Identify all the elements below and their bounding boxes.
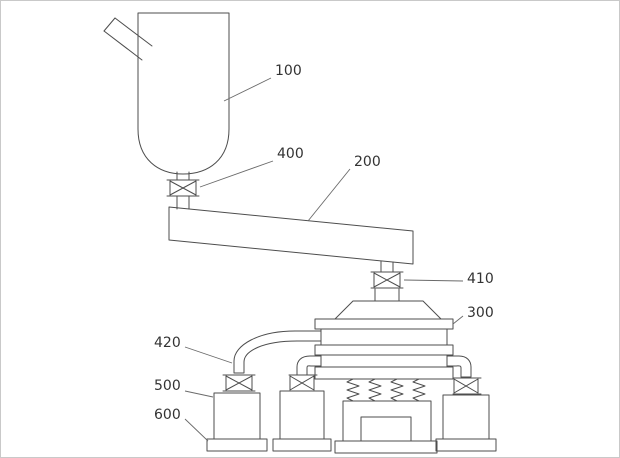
leader-400: [199, 160, 274, 188]
pipe-right: [446, 355, 472, 378]
label-discharge-pipe: 420: [154, 335, 181, 351]
label-container-base: 600: [154, 407, 181, 423]
hopper-valve: [166, 171, 200, 210]
pipe-left-outer: [233, 330, 322, 374]
hopper-body: [137, 12, 230, 175]
container-right: [442, 394, 490, 440]
leader-200: [307, 168, 351, 222]
leader-410: [403, 279, 464, 282]
label-conveyor: 200: [354, 154, 381, 170]
sifter-base-plate: [334, 440, 438, 454]
containers: [213, 390, 490, 440]
discharge-pipes: [233, 330, 472, 378]
leader-500: [184, 390, 214, 398]
sifter-base-frame: [342, 400, 432, 442]
valve-bowtie: [373, 272, 401, 288]
label-hopper-valve: 400: [277, 146, 304, 162]
sifter-motor: [360, 416, 412, 442]
container-left: [213, 392, 261, 440]
leader-420: [184, 346, 233, 364]
leader-lines: [184, 77, 464, 442]
leader-100: [223, 77, 272, 102]
conveyor-body: [168, 206, 414, 265]
container-bases: [206, 438, 497, 452]
sifter: [314, 300, 454, 454]
sifter-springs: [346, 378, 426, 402]
reference-labels: 100 400 200 410 300 420 500 600: [154, 63, 494, 423]
sifter-base: [334, 400, 438, 454]
leader-300: [452, 315, 464, 325]
inlet-chute: [103, 17, 153, 61]
leader-600: [184, 418, 209, 442]
conveyor: [168, 206, 414, 265]
sifter-deck-lower: [320, 354, 448, 368]
sifter-inlet-valve: [370, 260, 404, 302]
container-valve-middle: [288, 374, 318, 392]
base-left: [206, 438, 268, 452]
sifter-ring-mid: [314, 344, 454, 356]
valve-bowtie: [169, 180, 197, 196]
sifter-ring-top: [314, 318, 454, 330]
base-right: [435, 438, 497, 452]
sifter-ring-bottom: [314, 366, 454, 380]
sifter-deck-upper: [320, 328, 448, 346]
pipe-left-inner: [296, 355, 322, 376]
label-container: 500: [154, 378, 181, 394]
hopper-tank: [103, 12, 230, 175]
container-valve-left: [222, 374, 256, 392]
container-valve-right: [452, 377, 482, 395]
label-hopper: 100: [275, 63, 302, 79]
label-inlet-valve: 410: [467, 271, 494, 287]
label-sifter: 300: [467, 305, 494, 321]
base-middle: [272, 438, 332, 452]
container-middle: [279, 390, 325, 440]
sifter-lid: [334, 300, 442, 320]
